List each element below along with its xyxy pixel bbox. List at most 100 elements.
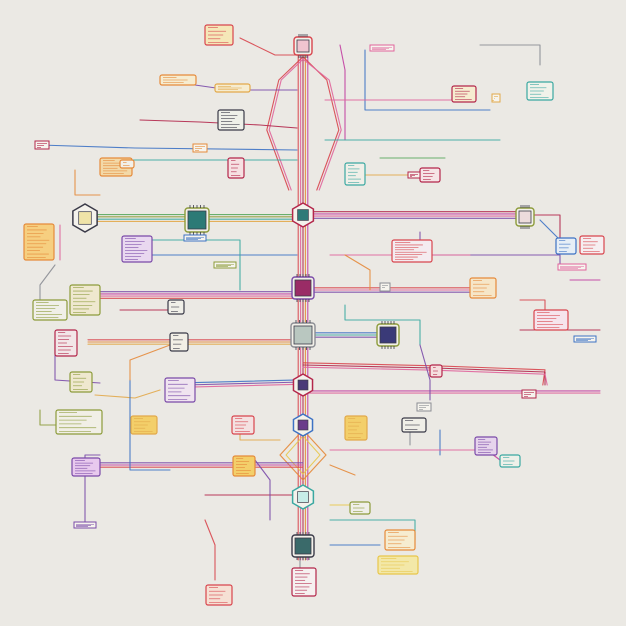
signal-wire	[419, 344, 431, 401]
signal-wire	[94, 389, 161, 399]
spine-chip-2-core	[294, 279, 312, 297]
module-yellow-c	[377, 555, 419, 575]
spine-chip-bottom-core	[294, 537, 312, 555]
module-olive-c	[69, 371, 93, 393]
module-tag-b	[429, 364, 443, 378]
signal-wire	[344, 304, 421, 346]
signal-wire	[344, 254, 371, 291]
module-yellow-b-body	[344, 415, 368, 441]
module-chip-navy-core	[379, 326, 397, 344]
module-olive-b	[69, 284, 101, 316]
spine-hub-6-core	[297, 491, 309, 503]
module-ledger-left	[23, 223, 55, 261]
spine-chip-3-core	[293, 325, 313, 345]
module-tag-a-body	[119, 159, 135, 169]
signal-wire	[479, 44, 541, 66]
module-red-e	[533, 309, 569, 331]
module-hex-left	[72, 203, 98, 233]
module-teal-a-body	[344, 162, 366, 186]
leaf-tag	[491, 93, 501, 103]
module-yellow	[130, 415, 158, 435]
module-blue-a-body	[555, 237, 577, 255]
signal-wire	[239, 37, 298, 56]
leaf-tag	[573, 335, 597, 343]
spine-hub-6	[291, 484, 315, 510]
leaf-tag-body	[491, 93, 501, 103]
module-bottom-left	[205, 584, 233, 606]
module-small-b	[169, 332, 189, 352]
module-olive-wide-body	[55, 409, 103, 435]
leaf-tag-body	[573, 335, 597, 343]
left-bus	[184, 379, 304, 384]
module-purple-b	[164, 377, 196, 403]
leaf-tag-body	[73, 521, 97, 529]
diamond-link	[285, 435, 321, 475]
signal-wire	[204, 519, 216, 581]
module-purple-list	[121, 235, 153, 263]
module-red-list	[391, 239, 433, 263]
leaf-tag-body	[557, 263, 587, 271]
module-red-d	[579, 235, 605, 255]
module-purple-d	[474, 436, 498, 456]
signal-wire	[329, 464, 356, 476]
module-chip-right-core	[518, 210, 532, 224]
module-pink-a	[227, 157, 245, 179]
module-orange-c	[469, 277, 497, 299]
signal-wire	[129, 379, 171, 471]
leaf-tag	[557, 263, 587, 271]
module-bar-a	[159, 74, 197, 86]
node-layer	[23, 24, 605, 606]
module-olive-wide	[55, 409, 103, 435]
leaf-tag-body	[416, 402, 432, 412]
module-small-b-body	[169, 332, 189, 352]
module-orange-b	[232, 455, 256, 477]
module-olive-b-body	[69, 284, 101, 316]
module-gray-a	[401, 417, 427, 433]
module-olive-a	[32, 299, 68, 321]
module-top-left	[204, 24, 234, 46]
leaf-tag-body	[379, 282, 391, 292]
diamond-link	[279, 429, 327, 481]
spine-hub-1	[291, 202, 315, 228]
module-purple-list-body	[121, 235, 153, 263]
signal-wire	[84, 454, 101, 526]
module-bottom-center-body	[291, 567, 317, 597]
spine-hub-4-core	[297, 379, 309, 391]
leaf-tag-body	[369, 44, 395, 52]
spine-chip-2	[291, 274, 315, 302]
leaf-tag	[34, 140, 50, 150]
leaf-tag	[379, 282, 391, 292]
module-chip-green-core	[187, 210, 207, 230]
signal-wire	[339, 44, 346, 141]
spine-chip-bottom	[291, 532, 315, 560]
module-bar-b	[214, 83, 251, 93]
leaf-tag-body	[521, 389, 537, 399]
module-red-grid	[54, 329, 78, 357]
signal-wire	[139, 239, 241, 291]
spine-hub-1-core	[297, 209, 309, 221]
leaf-tag	[192, 143, 208, 153]
module-purple-c	[71, 457, 101, 477]
module-orange-b-body	[232, 455, 256, 477]
signal-wire	[364, 49, 491, 111]
module-olive-a-body	[32, 299, 68, 321]
leaf-tag	[73, 521, 97, 529]
module-purple-c-body	[71, 457, 101, 477]
module-hex-left-core	[78, 211, 92, 225]
module-teal-a	[344, 162, 366, 186]
spine-chip-top-core	[296, 39, 310, 53]
right-bus	[302, 362, 546, 386]
module-red-list-body	[391, 239, 433, 263]
spine-hub-4	[292, 373, 314, 397]
module-chip-navy	[376, 321, 400, 349]
leaf-tag	[369, 44, 395, 52]
module-right-b	[526, 81, 554, 101]
leaf-tag-body	[407, 171, 421, 179]
signal-wire	[254, 459, 271, 521]
leaf-tag	[416, 402, 432, 412]
leaf-tag	[213, 261, 237, 269]
module-stack-a-body	[217, 109, 245, 131]
